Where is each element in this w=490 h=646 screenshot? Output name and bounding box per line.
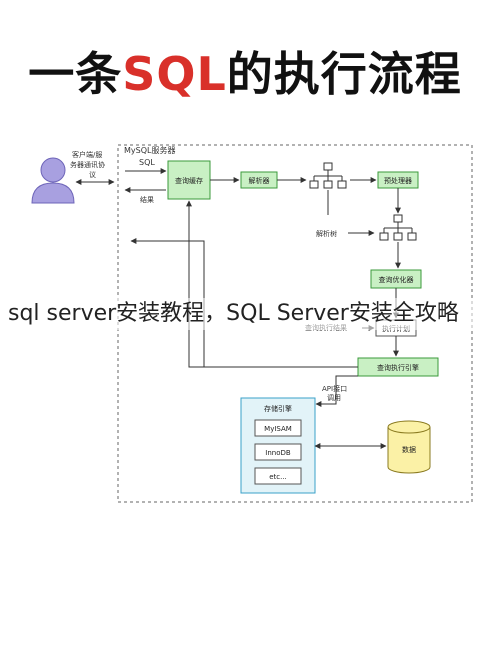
api-label-2: 调用 [327, 393, 341, 402]
title-highlight: SQL [122, 47, 227, 101]
image-caption: sql server安装教程，SQL Server安装全攻略 [8, 298, 488, 330]
innodb-label: InnoDB [265, 449, 291, 457]
client-label-2: 务器通讯协 [70, 160, 105, 169]
myisam-node [254, 419, 302, 437]
title-suffix: 的执行流程 [226, 47, 462, 101]
sql-label: SQL [139, 158, 155, 167]
result-label: 结果 [140, 195, 154, 204]
parse-tree-label: 解析树 [316, 229, 337, 238]
storage-engine-label: 存储引擎 [264, 404, 292, 413]
query-cache-label: 查询缓存 [175, 176, 203, 185]
parse-tree-2 [379, 214, 417, 241]
title-prefix: 一条 [28, 47, 123, 101]
engine-cache-arrow [186, 200, 358, 368]
database-icon [387, 420, 431, 474]
query-cache-node [167, 160, 211, 200]
client-label-1: 客户端/服 [72, 150, 102, 159]
parse-tree-1 [309, 162, 347, 189]
api-label-1: API接口 [322, 384, 347, 393]
myisam-label: MyISAM [264, 425, 292, 433]
etc-label: etc... [269, 473, 287, 481]
api-call-arrow [315, 375, 358, 407]
server-box-label: MySQL服务器 [124, 145, 175, 155]
data-label: 数据 [402, 445, 416, 454]
optimizer-label: 查询优化器 [379, 275, 414, 284]
exec-engine-label: 查询执行引擎 [377, 363, 419, 372]
etc-node [254, 467, 302, 485]
page-title: 一条SQL的执行流程 [0, 44, 490, 104]
preprocessor-label: 预处理器 [384, 176, 412, 185]
user-icon [31, 157, 75, 204]
client-label-3: 议 [89, 171, 96, 179]
innodb-node [254, 443, 302, 461]
parser-label: 解析器 [249, 176, 270, 185]
